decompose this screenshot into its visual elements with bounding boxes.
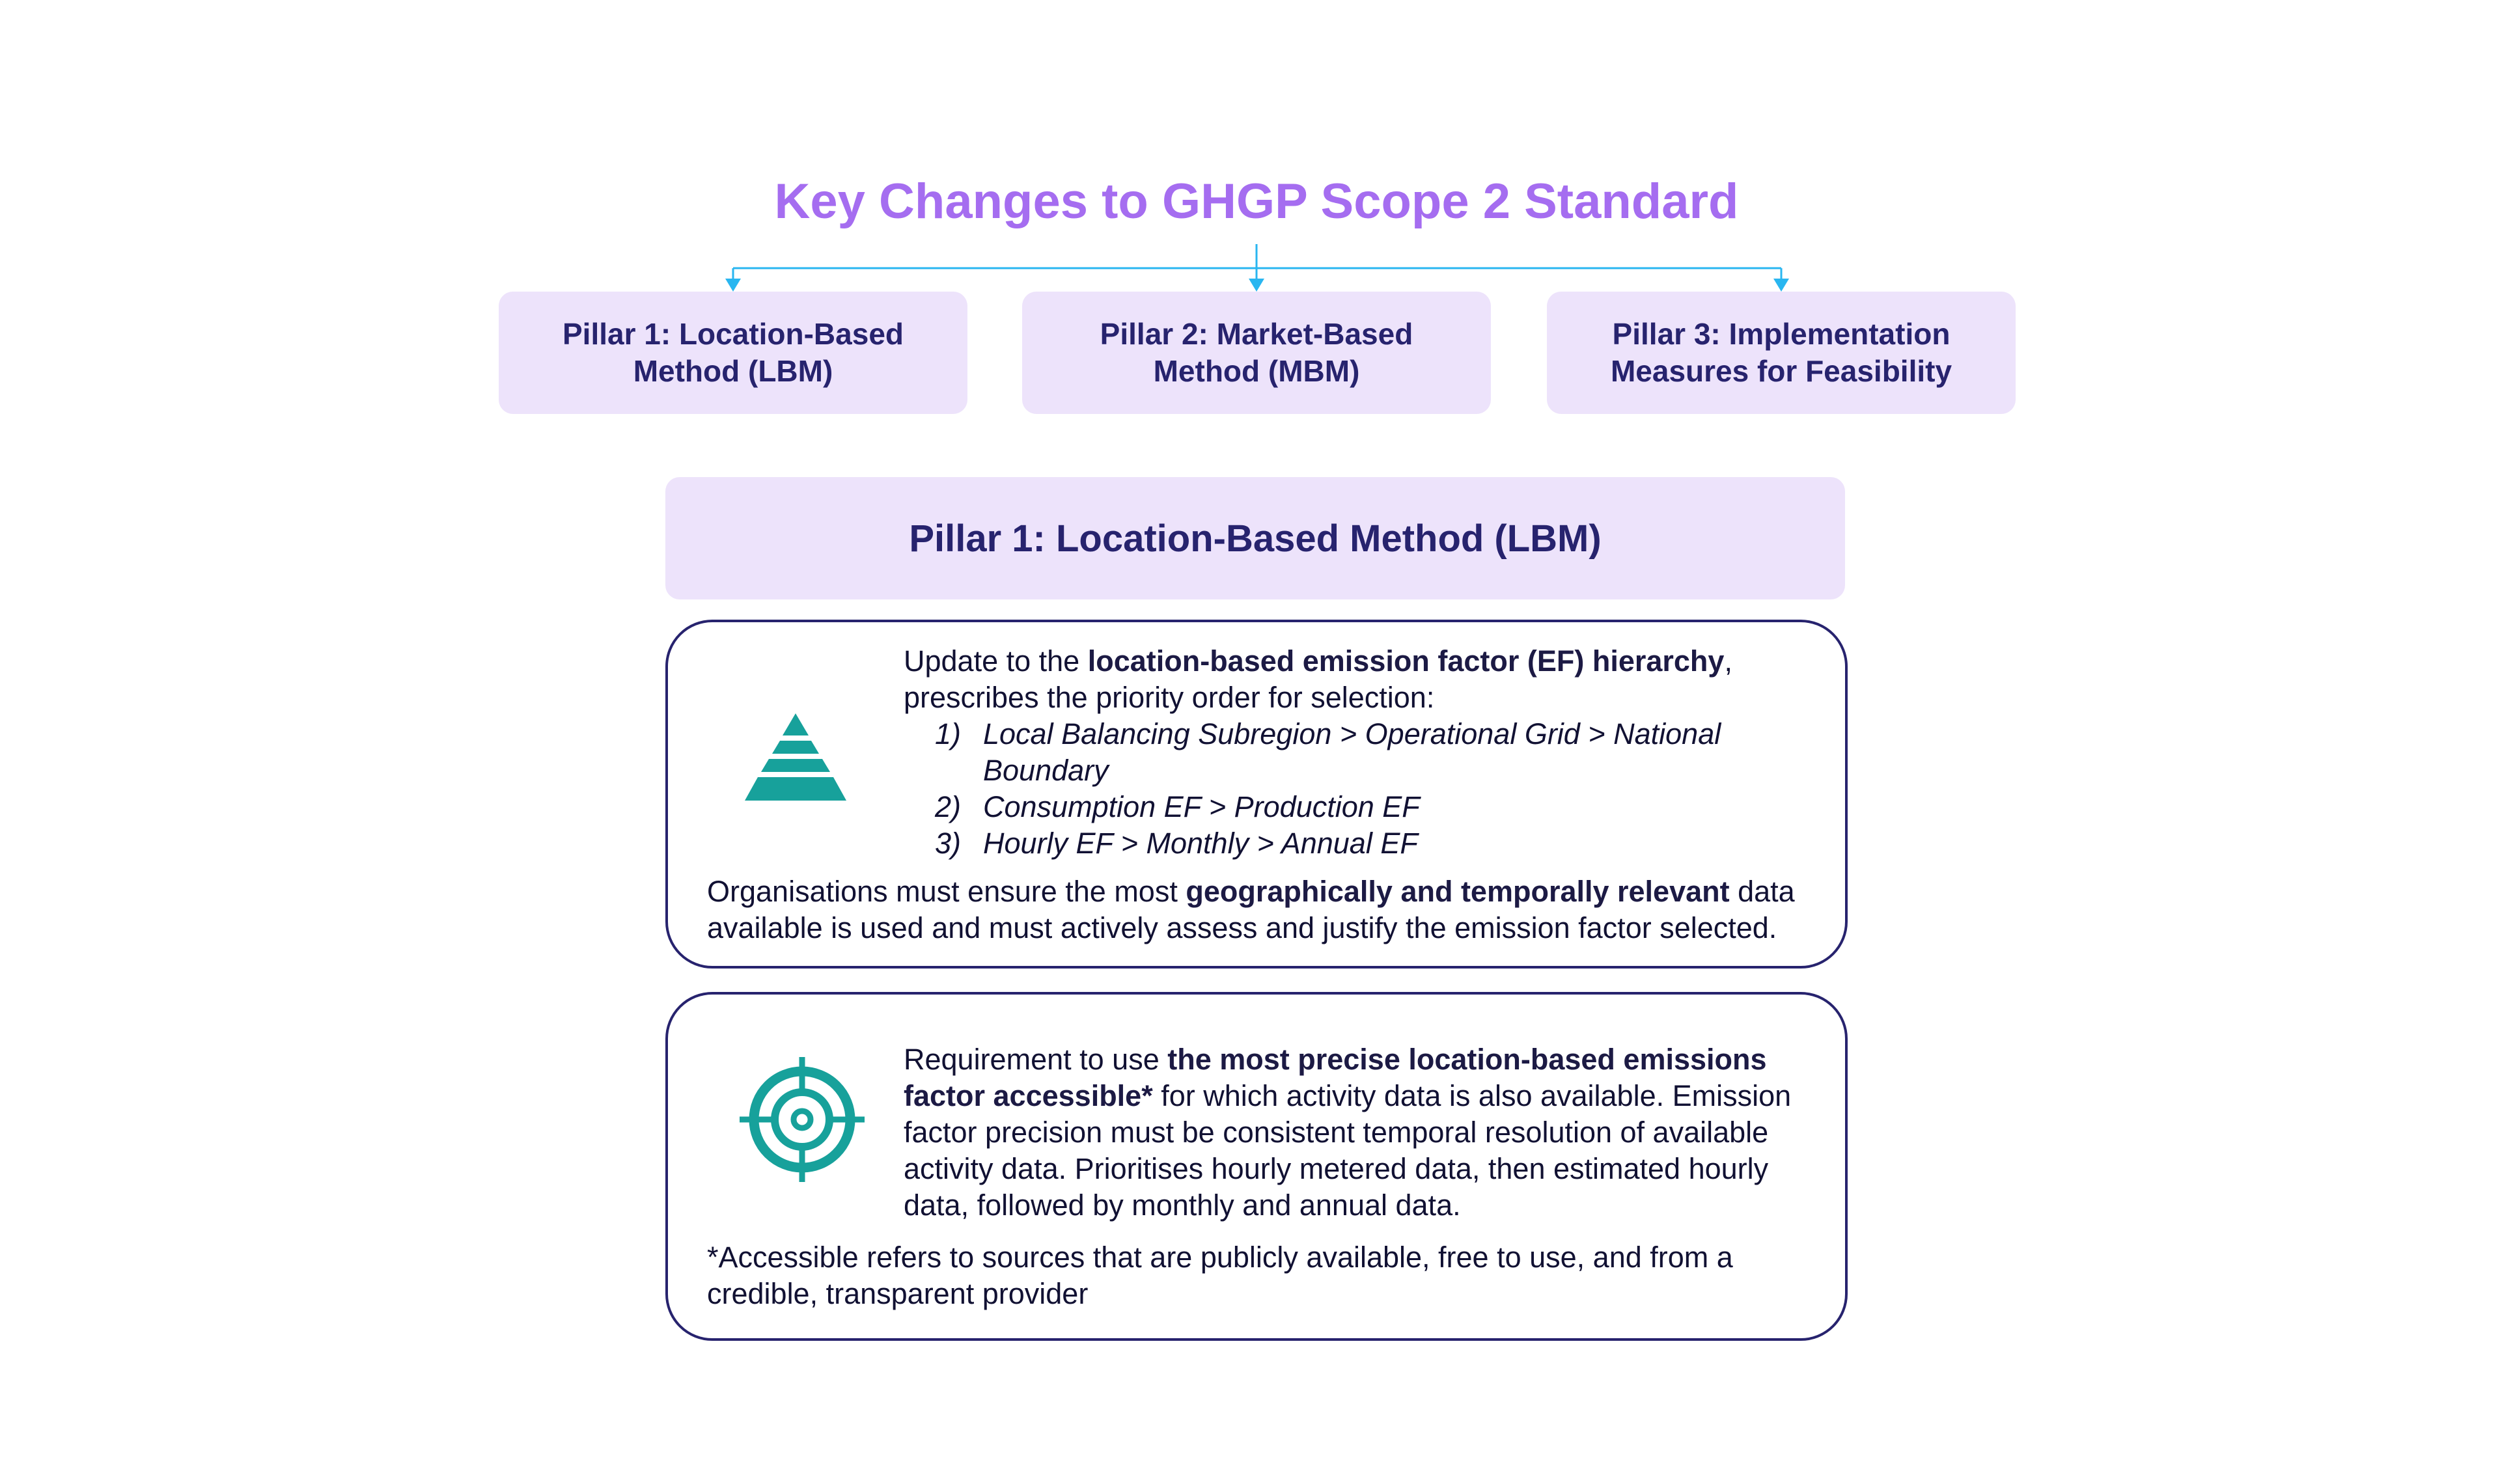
list-item: 3)Hourly EF > Monthly > Annual EF [935, 827, 1418, 860]
ef-hierarchy-card: Update to the location-based emission fa… [665, 620, 1848, 969]
precise-ef-emphasis: the most precise location-based emission… [904, 1043, 1767, 1112]
pillar-3-line1: Pillar 3: Implementation [1612, 317, 1951, 351]
arrow-head-2 [1249, 279, 1264, 292]
pillar-2-line1: Pillar 2: Market-Based [1100, 317, 1413, 351]
connector-lines [725, 244, 1789, 292]
arrow-head-3 [1773, 279, 1789, 292]
list-item: 1)Local Balancing Subregion > Operationa… [935, 717, 1721, 787]
ef-hierarchy-footer: Organisations must ensure the most geogr… [707, 875, 1795, 944]
pillar-1-line2: Method (LBM) [633, 354, 833, 388]
arrow-head-1 [725, 279, 741, 292]
ef-hierarchy-emphasis: location-based emission factor (EF) hier… [1087, 644, 1725, 678]
ef-priority-list: 1)Local Balancing Subregion > Operationa… [935, 716, 1820, 862]
pillar-3-box: Pillar 3: Implementation Measures for Fe… [1547, 292, 2016, 414]
ef-hierarchy-intro: Update to the location-based emission fa… [904, 644, 1732, 714]
pillar-1-box: Pillar 1: Location-Based Method (LBM) [499, 292, 967, 414]
page-title: Key Changes to GHGP Scope 2 Standard [774, 174, 1739, 229]
pillar-1-line1: Pillar 1: Location-Based [562, 317, 904, 351]
pillar-3-line2: Measures for Feasibility [1610, 354, 1952, 388]
section-header: Pillar 1: Location-Based Method (LBM) [665, 477, 1845, 599]
pillar-2-line2: Method (MBM) [1153, 354, 1360, 388]
accessible-footnote: *Accessible refers to sources that are p… [707, 1241, 1733, 1310]
pillar-2-box: Pillar 2: Market-Based Method (MBM) [1022, 292, 1491, 414]
relevance-emphasis: geographically and temporally relevant [1186, 875, 1730, 908]
target-icon [740, 1057, 865, 1182]
list-item: 2)Consumption EF > Production EF [935, 790, 1420, 823]
precise-ef-card: Requirement to use the most precise loca… [665, 992, 1848, 1341]
precise-ef-body: Requirement to use the most precise loca… [904, 1043, 1792, 1222]
pyramid-icon [745, 713, 846, 801]
